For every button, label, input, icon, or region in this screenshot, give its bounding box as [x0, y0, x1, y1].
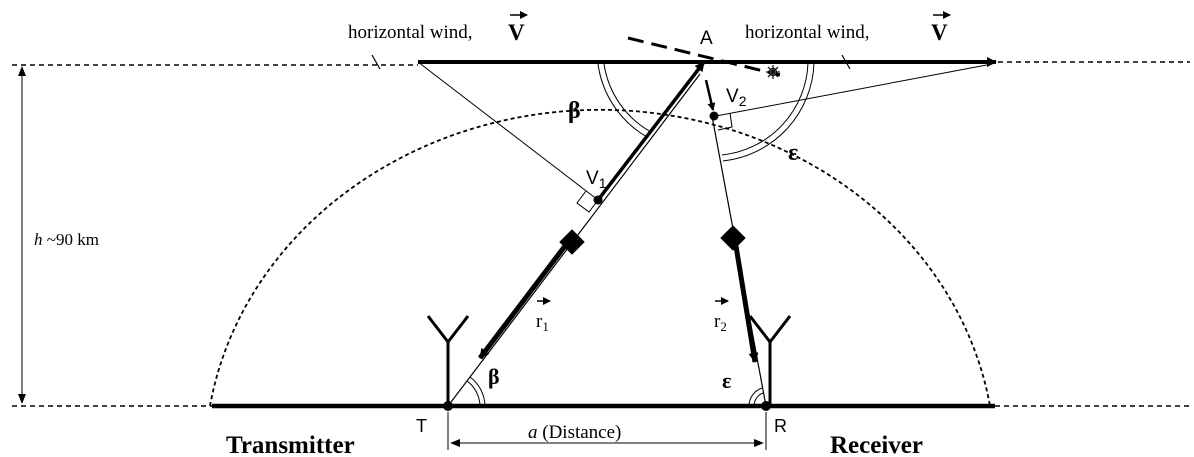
vector-r2-arrow	[732, 239, 759, 363]
vector-r1-arrow	[478, 240, 570, 360]
v2-label: V2	[726, 86, 747, 109]
transmitter-antenna-icon	[426, 315, 470, 406]
v2-short-arrow	[704, 79, 716, 111]
distance-label: a (Distance)	[528, 422, 621, 443]
distance-arrow-right	[754, 439, 764, 447]
angle-arc-beta-bottom-1	[466, 380, 481, 407]
projection-line-v1	[417, 61, 599, 201]
meteor-burst-icon	[766, 65, 780, 79]
meteor-trail	[627, 36, 781, 77]
height-arrow-bottom	[18, 394, 26, 404]
ray-t-to-a-bold	[596, 60, 706, 202]
angle-arc-beta-top-1	[597, 63, 648, 138]
right-angle-marker-v1	[576, 190, 599, 213]
receiver-label: Receiver	[830, 432, 923, 457]
angle-arc-epsilon-bottom-2	[748, 387, 763, 407]
diamond-marker-r2	[720, 225, 746, 251]
v1-label: V1	[586, 168, 607, 191]
right-angle-marker-v2	[717, 112, 733, 131]
r2-label: r2	[714, 311, 727, 334]
beta-label-bottom: β	[488, 364, 500, 389]
r1-label: r1	[536, 311, 549, 334]
point-r-label: R	[774, 416, 787, 436]
receiver-antenna-icon	[748, 315, 792, 406]
distance-arrow-left	[450, 439, 460, 447]
point-v1-dot	[593, 195, 603, 205]
point-v2-dot	[709, 111, 719, 121]
angle-arc-beta-top-2	[603, 63, 652, 133]
height-arrow-top	[18, 66, 26, 76]
angle-arc-epsilon-bottom-1	[753, 392, 764, 407]
epsilon-label-top: ε	[788, 140, 798, 166]
wind-tick-2	[841, 54, 851, 70]
angle-arc-beta-bottom-2	[469, 376, 486, 407]
angle-arc-epsilon-top-2	[722, 62, 815, 162]
wind-label-right: horizontal wind,	[745, 22, 870, 43]
transmitter-label: Transmitter	[226, 432, 355, 457]
epsilon-label-bottom: ε	[722, 368, 731, 393]
dashed-arc	[209, 108, 991, 407]
point-t-label: T	[416, 416, 427, 436]
height-label: h ~90 km	[34, 230, 99, 249]
wind-tick-1	[371, 54, 381, 70]
point-a-label: A	[700, 28, 713, 49]
wind-vector-symbol-left: V	[508, 20, 525, 45]
projection-line-v2	[715, 63, 993, 117]
diamond-marker-r1	[559, 229, 585, 255]
angle-arc-epsilon-top-1	[721, 62, 809, 156]
wind-label-left: horizontal wind,	[348, 22, 473, 43]
wind-vector-symbol-right: V	[931, 20, 948, 45]
beta-label-top: β	[568, 98, 581, 124]
